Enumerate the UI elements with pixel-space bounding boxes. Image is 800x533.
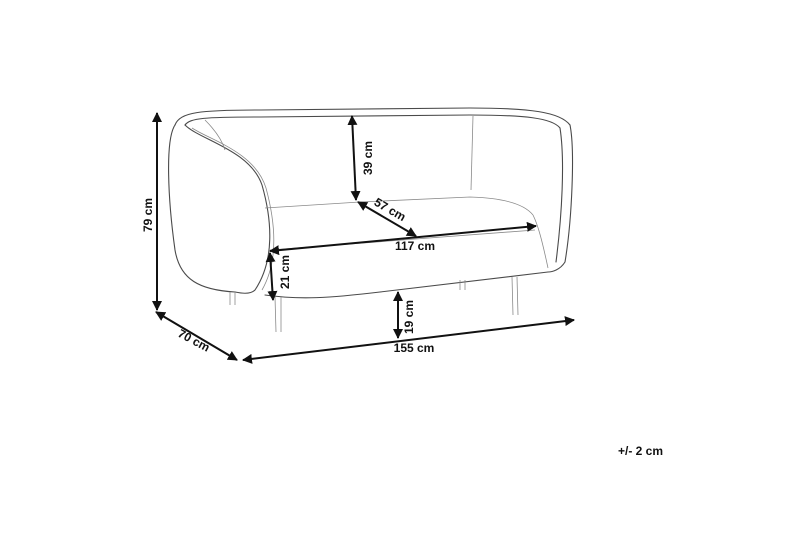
tolerance-note: +/- 2 cm [618, 444, 664, 458]
dimension-155cm: 155 cm [242, 316, 575, 364]
dimension-21cm: 21 cm [265, 252, 292, 301]
dimension-79cm: 79 cm [141, 112, 162, 311]
label-total-width: 155 cm [394, 341, 435, 355]
label-backrest-height: 39 cm [361, 141, 375, 175]
dimension-39cm: 39 cm [347, 115, 375, 201]
label-seat-width: 117 cm [395, 239, 435, 253]
label-total-depth: 70 cm [176, 326, 213, 354]
dimension-19cm: 19 cm [393, 291, 416, 339]
dimension-57cm: 57 cm [357, 195, 417, 237]
label-seat-height: 21 cm [278, 255, 292, 289]
dimension-117cm: 117 cm [269, 221, 537, 256]
dimension-70cm: 70 cm [155, 311, 238, 361]
label-leg-height: 19 cm [402, 300, 416, 334]
label-total-height: 79 cm [141, 198, 155, 232]
